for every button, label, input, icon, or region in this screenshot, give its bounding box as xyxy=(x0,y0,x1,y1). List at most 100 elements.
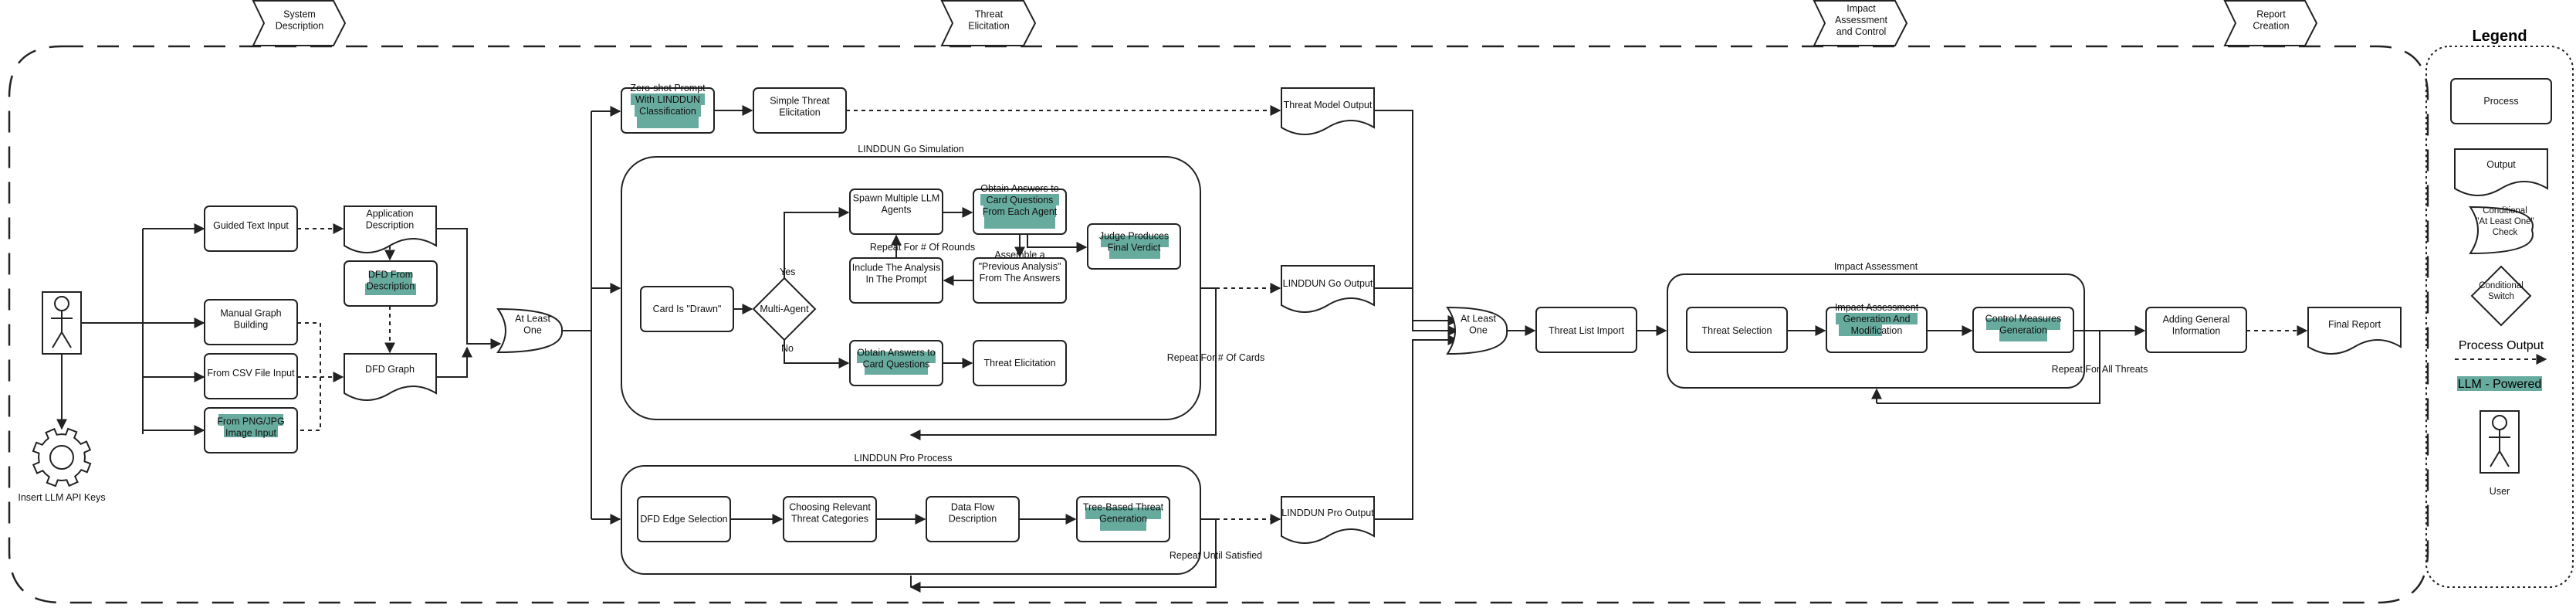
legend-title: Legend xyxy=(2472,28,2527,45)
repeat-cards-label: Repeat For # Of Cards xyxy=(1167,352,1264,363)
svg-text:Final Report: Final Report xyxy=(2328,319,2381,330)
svg-text:From CSV File Input: From CSV File Input xyxy=(207,368,295,379)
legend-frame xyxy=(2425,46,2574,588)
yes-label: Yes xyxy=(780,267,795,277)
legend-conditional-check: Conditional"At Least One"Check xyxy=(2469,205,2534,255)
impact-assessment-title: Impact Assessment xyxy=(1834,261,1918,272)
linddun-go-title: LINDDUN Go Simulation xyxy=(858,144,964,155)
svg-text:LINDDUN Go Output: LINDDUN Go Output xyxy=(1283,278,1373,289)
assemble-analysis-node[interactable]: Assemble a"Previous Analysis"From The An… xyxy=(973,250,1067,304)
threat-model-output: Threat Model Output xyxy=(1281,87,1375,135)
svg-text:Assemble a"Previous Analysis"F: Assemble a"Previous Analysis"From The An… xyxy=(979,250,1061,284)
svg-text:Threat Selection: Threat Selection xyxy=(1701,325,1772,336)
gear-icon xyxy=(32,427,92,487)
legend-user-label: User xyxy=(2490,486,2510,497)
dfd-graph-output: DFD Graph xyxy=(344,353,437,401)
csv-input-node[interactable]: From CSV File Input xyxy=(204,353,298,399)
repeat-rounds-label: Repeat For # Of Rounds xyxy=(870,242,975,253)
svg-text:Threat Model Output: Threat Model Output xyxy=(1284,100,1373,110)
linddun-go-output: LINDDUN Go Output xyxy=(1281,265,1375,313)
linddun-pro-output: LINDDUN Pro Output xyxy=(1281,496,1375,544)
legend-process: Process xyxy=(2450,78,2552,124)
svg-text:Output: Output xyxy=(2486,159,2516,170)
final-report-output: Final Report xyxy=(2307,307,2402,355)
linddun-pro-title: LINDDUN Pro Process xyxy=(854,453,952,464)
svg-text:Threat Elicitation: Threat Elicitation xyxy=(983,358,1055,369)
repeat-satisfied-label: Repeat Until Satisfied xyxy=(1170,550,1262,561)
legend-llm-label: LLM - Powered xyxy=(2458,378,2542,391)
repeat-threats-label: Repeat For All Threats xyxy=(2052,364,2148,375)
guided-text-input-node[interactable]: Guided Text Input xyxy=(204,205,298,252)
legend-process-output-label: Process Output xyxy=(2459,339,2544,352)
dfd-edge-selection-node[interactable]: DFD Edge Selection xyxy=(637,496,731,542)
multi-agent-switch: Multi-Agent xyxy=(752,277,817,341)
svg-text:Card Is "Drawn": Card Is "Drawn" xyxy=(653,304,722,314)
legend-user-icon xyxy=(2480,410,2520,474)
svg-text:LINDDUN Pro Output: LINDDUN Pro Output xyxy=(1281,508,1374,518)
svg-text:Conditional"At Least One"Check: Conditional"At Least One"Check xyxy=(2476,206,2534,237)
svg-text:Threat List Import: Threat List Import xyxy=(1549,325,1624,336)
threat-selection-node[interactable]: Threat Selection xyxy=(1686,307,1788,353)
card-drawn-node[interactable]: Card Is "Drawn" xyxy=(640,286,734,332)
svg-text:DFD Graph: DFD Graph xyxy=(365,364,415,375)
svg-text:Process: Process xyxy=(2483,96,2518,107)
legend-output: Output xyxy=(2454,148,2548,196)
no-label: No xyxy=(781,343,794,354)
threat-elicitation-node[interactable]: Threat Elicitation xyxy=(973,340,1067,386)
threat-list-import-node[interactable]: Threat List Import xyxy=(1535,307,1637,353)
svg-text:Guided Text Input: Guided Text Input xyxy=(213,220,289,231)
svg-text:DFD Edge Selection: DFD Edge Selection xyxy=(640,514,727,525)
user-actor xyxy=(42,291,82,355)
svg-text:Multi-Agent: Multi-Agent xyxy=(760,304,809,314)
legend-llm-highlight xyxy=(2457,376,2542,391)
